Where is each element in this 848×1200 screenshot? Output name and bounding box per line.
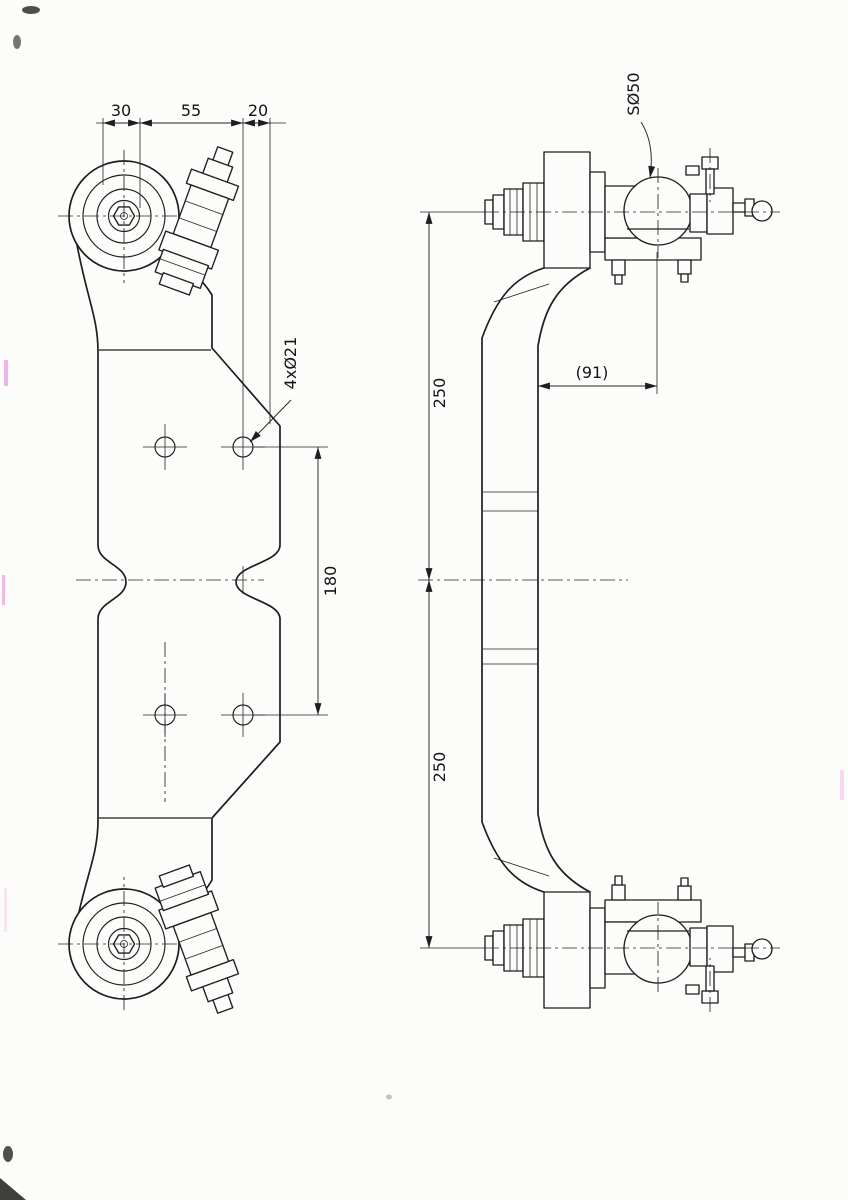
top-dim-30: 30 bbox=[111, 101, 131, 120]
pink-streak-left-3 bbox=[4, 888, 7, 932]
hole-callout-leader bbox=[249, 399, 292, 443]
ink-smudge-bottom-left bbox=[3, 1146, 13, 1162]
upper-length-dimension: 250 bbox=[420, 211, 484, 580]
height-dim-label: 180 bbox=[321, 566, 340, 597]
front-centerlines bbox=[76, 566, 264, 594]
lower-length-dimension: 250 bbox=[420, 580, 484, 949]
ink-smudge-top-left bbox=[22, 6, 40, 14]
top-dimension-chain: 30 55 20 bbox=[96, 101, 286, 470]
bottom-clamp-assembly bbox=[147, 860, 253, 1021]
upper-length-dim-label: 250 bbox=[430, 378, 449, 409]
hole-callout-label: 4xØ21 bbox=[281, 337, 300, 390]
offset-dim-label: (91) bbox=[576, 363, 609, 382]
ball-callout-label: SØ50 bbox=[624, 72, 643, 115]
pink-streak-right bbox=[840, 770, 844, 800]
top-clamp-assembly bbox=[147, 139, 253, 300]
lower-length-dim-label: 250 bbox=[430, 752, 449, 783]
drawbar-right-edge bbox=[537, 267, 591, 893]
mounting-holes bbox=[143, 424, 265, 802]
top-dim-20: 20 bbox=[248, 101, 268, 120]
ball-callout-leader bbox=[640, 121, 656, 179]
height-dimension: 180 bbox=[254, 446, 340, 716]
hole-callout: 4xØ21 bbox=[249, 337, 300, 443]
corner-mark-bottom-left bbox=[0, 1178, 26, 1200]
gray-speck bbox=[386, 1094, 392, 1100]
plate-right-edge bbox=[164, 251, 281, 919]
scan-artifacts bbox=[0, 6, 844, 1200]
top-dim-55: 55 bbox=[181, 101, 201, 120]
pink-streak-left-2 bbox=[2, 575, 5, 605]
ball-callout: SØ50 bbox=[624, 72, 656, 179]
offset-dimension: (91) bbox=[538, 252, 658, 394]
side-view: SØ50 (91) 250 250 bbox=[418, 72, 781, 1013]
pink-streak-left-1 bbox=[4, 360, 8, 386]
drawbar-bend-lines bbox=[483, 283, 550, 877]
front-view: 30 55 20 4xØ21 1 bbox=[57, 101, 340, 1021]
ink-smudge-top-left-2 bbox=[13, 35, 21, 49]
bottom-hitch-assembly bbox=[483, 875, 781, 1013]
top-hitch-assembly bbox=[483, 147, 781, 285]
plate-left-edge bbox=[76, 244, 127, 913]
